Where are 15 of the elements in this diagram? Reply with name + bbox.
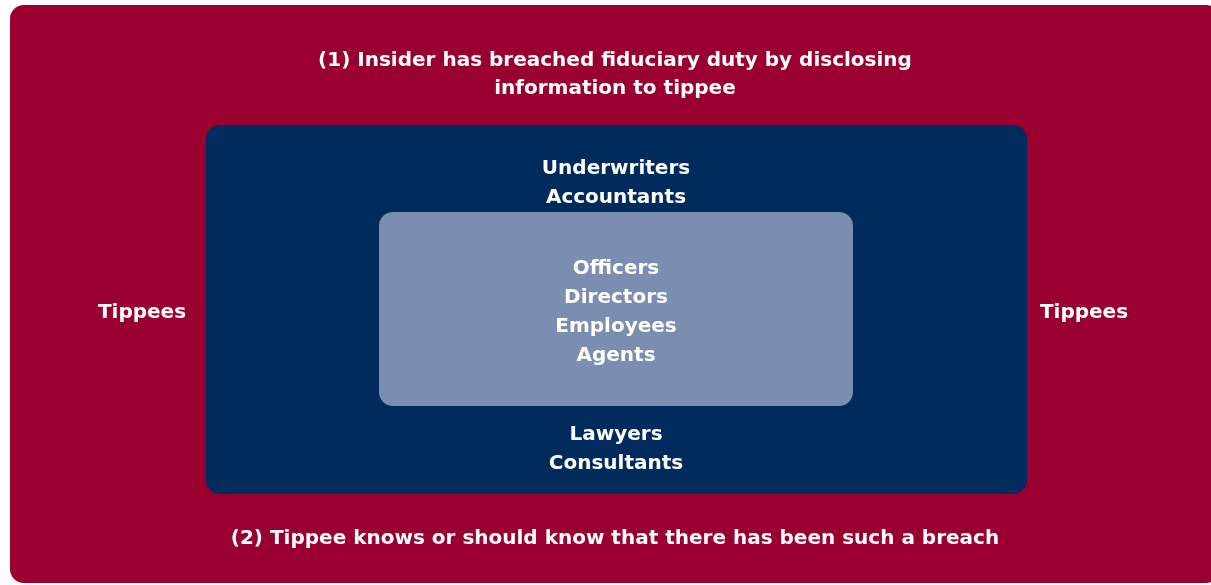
inner-panel	[379, 212, 853, 406]
outer-panel	[10, 5, 1211, 583]
label-text: Officers	[571, 254, 661, 281]
middle-panel	[206, 125, 1027, 494]
label-text: Agents	[575, 341, 657, 368]
label-text: Lawyers	[568, 420, 664, 447]
label-text: Underwriters	[540, 154, 692, 181]
label-text: (2) Tippee knows or should know that there has been such a breach	[229, 524, 1001, 551]
label-text: Tippees	[1038, 298, 1130, 325]
label-text: Accountants	[544, 183, 688, 210]
label-text: (1) Insider has breached fiduciary duty by disclosing information to tippee	[317, 46, 913, 101]
label-text: Consultants	[547, 449, 685, 476]
label-text: Tippees	[96, 298, 188, 325]
label-text: Directors	[563, 283, 669, 310]
label-text: Employees	[554, 312, 678, 339]
